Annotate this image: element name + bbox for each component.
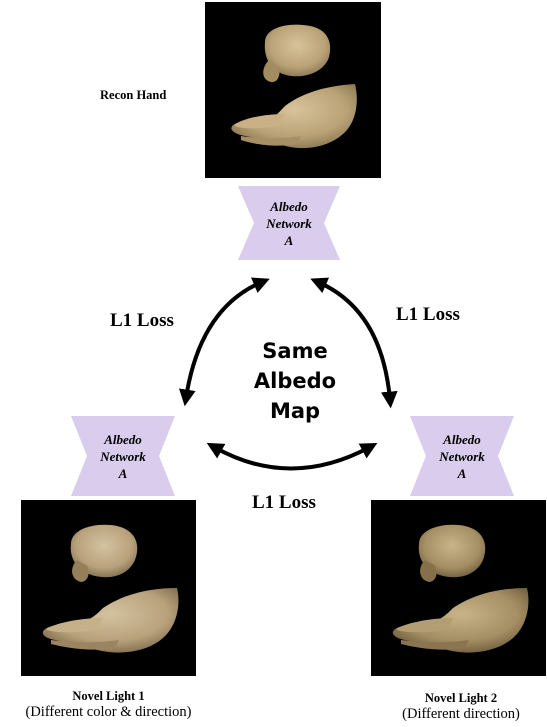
novel-light-1-caption: Novel Light 1 (Different color & directi… [0, 688, 217, 721]
center-line2: Albedo [232, 366, 358, 396]
caption-subtitle: (Different color & direction) [0, 704, 217, 721]
caption-subtitle: (Different direction) [380, 706, 542, 723]
hand-render-icon [371, 500, 546, 676]
caption-title: Novel Light 2 [380, 690, 542, 706]
caption-title: Novel Light 1 [0, 688, 217, 704]
novel-light-2-image [371, 500, 546, 676]
loss-label-bottom: L1 Loss [252, 492, 316, 514]
hand-render-icon [21, 500, 196, 676]
center-line3: Map [232, 396, 358, 426]
novel-light-1-image [21, 500, 196, 676]
loss-label-right: L1 Loss [396, 304, 460, 326]
center-label: Same Albedo Map [232, 336, 358, 426]
loss-label-left: L1 Loss [110, 310, 174, 332]
novel-light-2-caption: Novel Light 2 (Different direction) [380, 690, 542, 723]
arrow-bottom [214, 447, 370, 469]
center-line1: Same [232, 336, 358, 366]
